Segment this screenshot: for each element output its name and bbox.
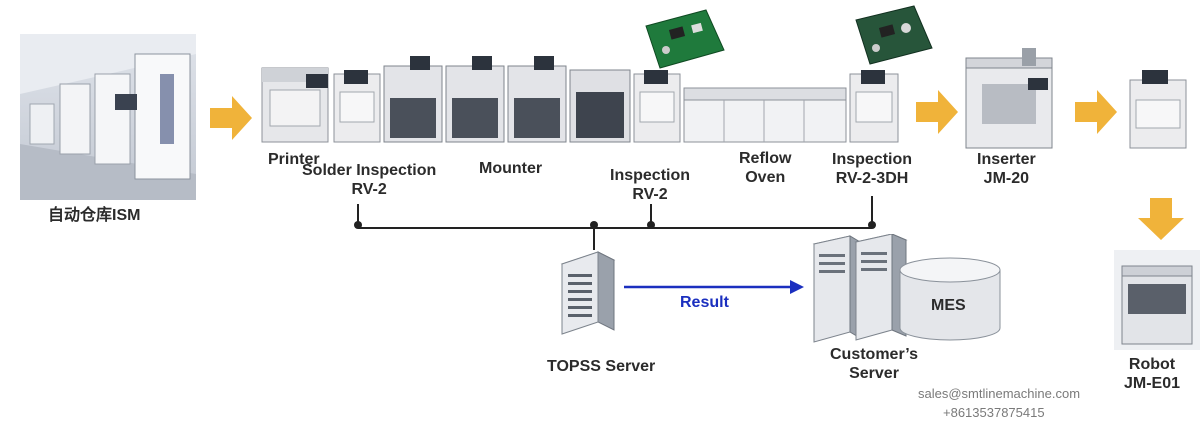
- robot-machine: [1114, 250, 1200, 350]
- smt-line-machines: [261, 56, 899, 143]
- contact-phone: +8613537875415: [943, 405, 1045, 420]
- topss-server-label: TOPSS Server: [547, 358, 656, 375]
- printer-label: Printer: [268, 151, 320, 168]
- result-arrow: [624, 280, 804, 294]
- reflow-oven-machine: [683, 87, 847, 143]
- warehouse-image: [20, 34, 196, 200]
- inspection-1-label: Inspection RV-2: [610, 167, 691, 203]
- inspection-machine-2: [849, 70, 899, 143]
- warehouse-label: 自动仓库ISM: [48, 207, 141, 224]
- inserter-label: Inserter JM-20: [977, 151, 1036, 187]
- inspection-2-label: Inspection RV-2-3DH: [832, 151, 913, 187]
- flow-arrow-1: [210, 96, 252, 140]
- inspection-machine-1: [633, 70, 681, 143]
- mounter-machines: [383, 56, 631, 143]
- flow-arrow-2: [916, 90, 958, 134]
- pcb-board-1: [645, 9, 725, 69]
- mounter-label: Mounter: [479, 160, 543, 177]
- mes-label: MES: [931, 297, 966, 314]
- bus-node-inspection-1: [647, 221, 655, 229]
- bus-node-solder: [354, 221, 362, 229]
- bus-node-inspection-2: [868, 221, 876, 229]
- flow-arrow-3: [1075, 90, 1117, 134]
- bus-node-topss: [590, 221, 598, 229]
- final-inspection-machine: [1129, 70, 1187, 149]
- robot-label: Robot JM-E01: [1124, 356, 1181, 392]
- contact-email: sales@smtlinemachine.com: [918, 386, 1081, 401]
- customer-server-icon: [812, 234, 908, 343]
- pcb-board-2: [855, 5, 933, 65]
- printer-machine: [261, 67, 329, 143]
- customer-server-label: Customer’s Server: [830, 346, 919, 382]
- flow-arrow-down: [1138, 198, 1184, 240]
- reflow-oven-label: Reflow Oven: [739, 150, 792, 186]
- solder-inspection-machine: [333, 70, 381, 143]
- solder-inspection-label: Solder Inspection RV-2: [302, 162, 437, 198]
- topss-server-icon: [560, 251, 616, 335]
- inserter-machine: [965, 48, 1053, 149]
- mes-database-icon: [899, 257, 1001, 341]
- result-label: Result: [680, 294, 729, 311]
